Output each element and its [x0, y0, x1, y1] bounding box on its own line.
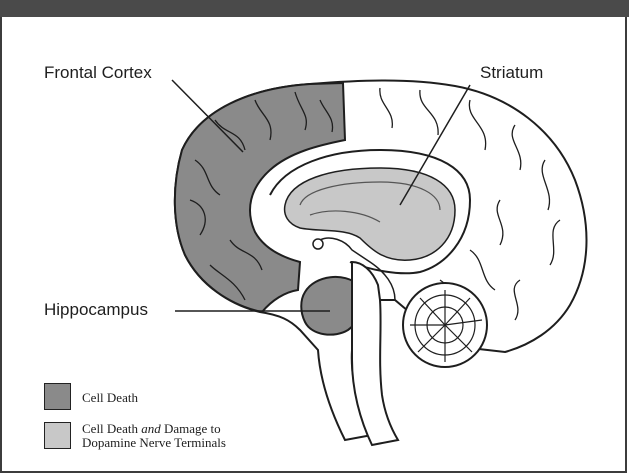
legend-label-line2: Dopamine Nerve Terminals — [82, 435, 226, 450]
cerebellum — [403, 283, 487, 367]
inner-nucleus — [313, 239, 323, 249]
legend-swatch-dopamine-damage — [44, 422, 71, 449]
legend-label-line1a: Cell Death — [82, 421, 141, 436]
legend-label-dopamine-damage: Cell Death and Damage to Dopamine Nerve … — [82, 422, 226, 450]
legend-label-cell-death: Cell Death — [82, 391, 138, 405]
hippocampus-label: Hippocampus — [44, 300, 148, 320]
frontal-cortex-label: Frontal Cortex — [44, 63, 152, 83]
striatum-label: Striatum — [480, 63, 543, 83]
legend-label-line1b: Damage to — [161, 421, 221, 436]
legend-swatch-cell-death — [44, 383, 71, 410]
legend-label-line1-em: and — [141, 421, 161, 436]
